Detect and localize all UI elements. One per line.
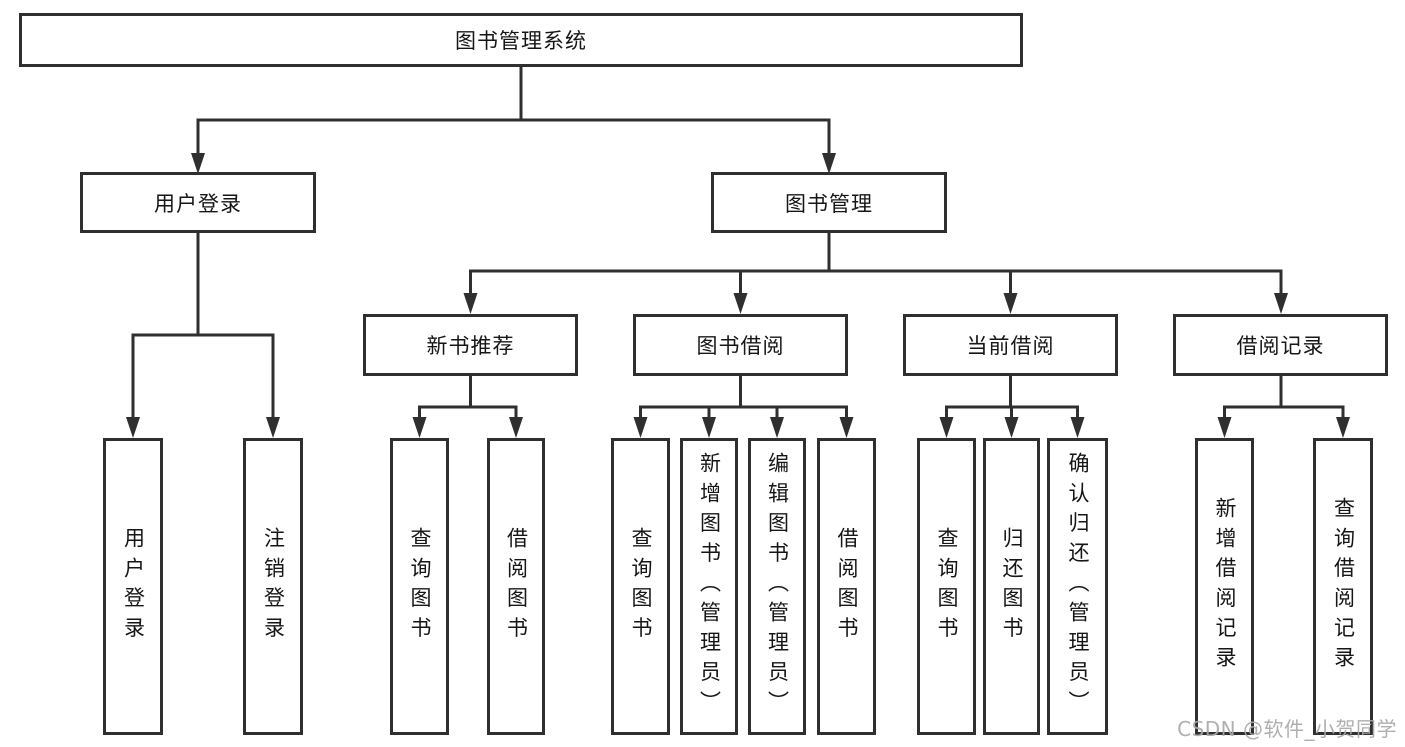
node-label: 借阅图书	[835, 526, 859, 647]
node-current-borrowing: 当前借阅	[903, 314, 1118, 376]
node-label: 新增图书（管理员）	[697, 452, 722, 721]
node-label: 图书管理	[785, 191, 873, 216]
node-book-management: 图书管理	[711, 172, 947, 233]
leaf-borrow-books-2: 借阅图书	[817, 438, 876, 735]
node-user-login: 用户登录	[80, 172, 316, 233]
node-label: 注销登录	[261, 526, 286, 647]
node-label: 编辑图书（管理员）	[765, 452, 790, 721]
leaf-query-books-2: 查询图书	[611, 438, 670, 735]
csdn-watermark: CSDN @软件_小贺同学	[1177, 717, 1397, 741]
leaf-query-borrow-record: 查询借阅记录	[1313, 438, 1373, 735]
node-new-book-recommend: 新书推荐	[363, 314, 578, 376]
connector-book-mgmt-to-level3	[463, 233, 1288, 314]
leaf-add-borrow-record: 新增借阅记录	[1195, 438, 1254, 735]
connector-current-borrowing-children	[939, 376, 1085, 438]
node-label: 图书管理系统	[455, 29, 587, 53]
node-label: 归还图书	[1000, 526, 1024, 647]
connector-book-borrowing-children	[633, 376, 854, 438]
node-label: 用户登录	[121, 526, 146, 647]
node-label: 查询借阅记录	[1331, 497, 1356, 676]
leaf-logout: 注销登录	[243, 438, 303, 735]
leaf-edit-books-admin: 编辑图书（管理员）	[748, 438, 806, 735]
leaf-confirm-return-admin: 确认归还（管理员）	[1047, 438, 1108, 735]
node-label: 借阅图书	[504, 526, 529, 647]
node-label: 当前借阅	[966, 334, 1055, 358]
node-label: 图书借阅	[696, 334, 785, 358]
connector-user-login-children	[126, 233, 280, 438]
node-label: 借阅记录	[1236, 334, 1325, 358]
node-label: 用户登录	[154, 191, 242, 216]
node-borrow-records: 借阅记录	[1173, 314, 1388, 376]
leaf-return-books: 归还图书	[983, 438, 1040, 735]
leaf-query-books-3: 查询图书	[917, 438, 976, 735]
node-label: 查询图书	[935, 526, 959, 647]
leaf-borrow-books-1: 借阅图书	[487, 438, 545, 735]
leaf-user-login: 用户登录	[103, 438, 163, 735]
node-book-borrowing: 图书借阅	[633, 314, 848, 376]
connector-root-to-level2	[191, 67, 836, 174]
leaf-query-books-1: 查询图书	[390, 438, 449, 735]
connector-borrow-records-children	[1217, 376, 1350, 438]
node-label: 确认归还（管理员）	[1066, 452, 1090, 721]
node-label: 新增借阅记录	[1213, 497, 1237, 676]
connector-new-book-recommend-children	[412, 376, 523, 438]
node-label: 新书推荐	[426, 334, 515, 358]
node-label: 查询图书	[408, 526, 432, 647]
node-label: 查询图书	[629, 526, 653, 647]
node-root-book-management-system: 图书管理系统	[19, 13, 1023, 67]
leaf-add-books-admin: 新增图书（管理员）	[680, 438, 738, 735]
